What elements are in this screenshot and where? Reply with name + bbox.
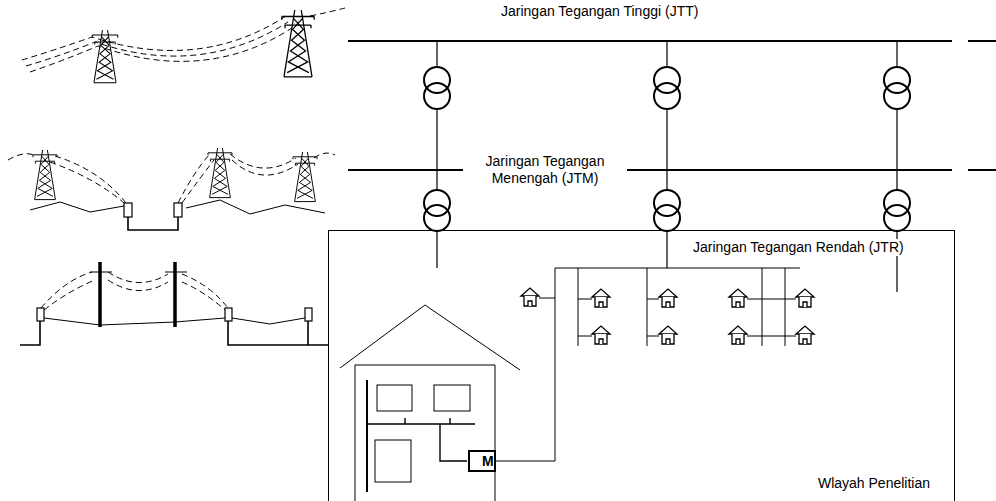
high-voltage-towers: [22, 16, 286, 60]
high-voltage-towers: [310, 8, 345, 16]
low-voltage-feeders: [647, 299, 659, 336]
low-voltage-poles: [44, 280, 95, 310]
medium-voltage-towers: [124, 203, 132, 217]
transformer-symbol: [884, 190, 910, 216]
low-voltage-feeders: [495, 268, 555, 461]
medium-voltage-towers: [8, 153, 335, 203]
customer-house: [340, 305, 520, 370]
medium-voltage-towers: [182, 160, 214, 203]
transformer-symbol: [424, 67, 450, 93]
transformer-symbol: [654, 190, 680, 216]
medium-voltage-towers: [178, 154, 210, 203]
node-text: Wlayah Penelitian: [818, 475, 930, 491]
house-icon: [592, 326, 610, 344]
customer-house: [355, 365, 495, 501]
house-icon: [659, 326, 677, 344]
house-icon: [729, 326, 747, 344]
house-icon: [659, 289, 677, 307]
network-label: Jaringan Tegangan Rendah (JTR): [691, 239, 906, 256]
medium-voltage-towers: [8, 148, 335, 230]
house-icon: [796, 326, 814, 344]
medium-voltage-towers: [232, 160, 298, 175]
customer-house: [340, 305, 520, 501]
low-voltage-poles: [41, 272, 228, 310]
medium-voltage-towers: [293, 152, 317, 202]
node-text: M: [482, 452, 494, 470]
low-voltage-poles: [20, 262, 328, 345]
customer-house: [377, 385, 412, 411]
medium-voltage-towers: [174, 203, 182, 217]
medium-voltage-towers: [230, 154, 296, 168]
medium-voltage-towers: [128, 217, 178, 230]
medium-voltage-towers: [33, 150, 57, 200]
low-voltage-feeders: [555, 268, 800, 269]
network-lines: [348, 40, 996, 42]
high-voltage-towers: [282, 10, 314, 77]
low-voltage-poles: [182, 274, 228, 308]
house-icon: [592, 289, 610, 307]
customer-house: [375, 440, 411, 482]
customer-house: [434, 385, 470, 411]
network-lines: [436, 41, 437, 268]
kwh-meter: M: [468, 450, 496, 472]
transformer-symbol: [424, 83, 450, 109]
low-voltage-poles: [20, 321, 328, 345]
low-voltage-poles: [182, 282, 225, 310]
network-label: Jaringan Tegangan Menengah (JTM): [463, 153, 627, 187]
high-voltage-towers: [30, 28, 292, 72]
medium-voltage-towers: [314, 153, 335, 158]
medium-voltage-towers: [8, 154, 36, 160]
transformer-symbol: [654, 205, 680, 231]
transformer-symbol: [424, 205, 450, 231]
low-voltage-poles: [108, 272, 168, 283]
high-voltage-towers: [22, 8, 345, 72]
network-lines: [348, 169, 996, 171]
low-voltage-feeders: [578, 299, 592, 336]
high-voltage-towers: [92, 30, 118, 83]
high-voltage-towers: [26, 22, 288, 66]
medium-voltage-towers: [50, 162, 124, 203]
transformer-symbol: [654, 67, 680, 93]
low-voltage-feeders: [539, 298, 555, 299]
house-icon: [729, 289, 747, 307]
transformer-symbol: [884, 67, 910, 93]
customer-house: [366, 380, 368, 492]
low-voltage-poles: [44, 318, 305, 325]
high-voltage-towers: [22, 8, 345, 83]
network-lines: [666, 41, 667, 268]
low-voltage-feeders: [747, 299, 762, 336]
low-voltage-poles: [37, 308, 44, 321]
low-voltage-feeders: [762, 268, 796, 346]
low-voltage-poles: [90, 271, 187, 272]
transformer-symbol: [424, 67, 910, 231]
low-voltage-feeders: [578, 268, 762, 346]
network-lines: [348, 41, 996, 292]
network-label: Jaringan Tegangan Tinggi (JTT): [499, 3, 700, 20]
medium-voltage-towers: [208, 148, 232, 198]
house-icon: [796, 289, 814, 307]
transformer-symbol: [884, 83, 910, 109]
low-voltage-feeders: [495, 268, 800, 461]
house-icon: [521, 288, 814, 344]
study-area: Wlayah Penelitian M: [328, 230, 955, 501]
low-voltage-poles: [108, 280, 168, 291]
low-voltage-poles: [41, 272, 92, 308]
low-voltage-poles: [225, 308, 232, 321]
customer-house: [367, 418, 475, 461]
transformer-symbol: [654, 83, 680, 109]
transformer-symbol: [884, 205, 910, 231]
transformer-symbol: [424, 190, 450, 216]
house-icon: [521, 288, 539, 306]
low-voltage-poles: [305, 308, 312, 321]
